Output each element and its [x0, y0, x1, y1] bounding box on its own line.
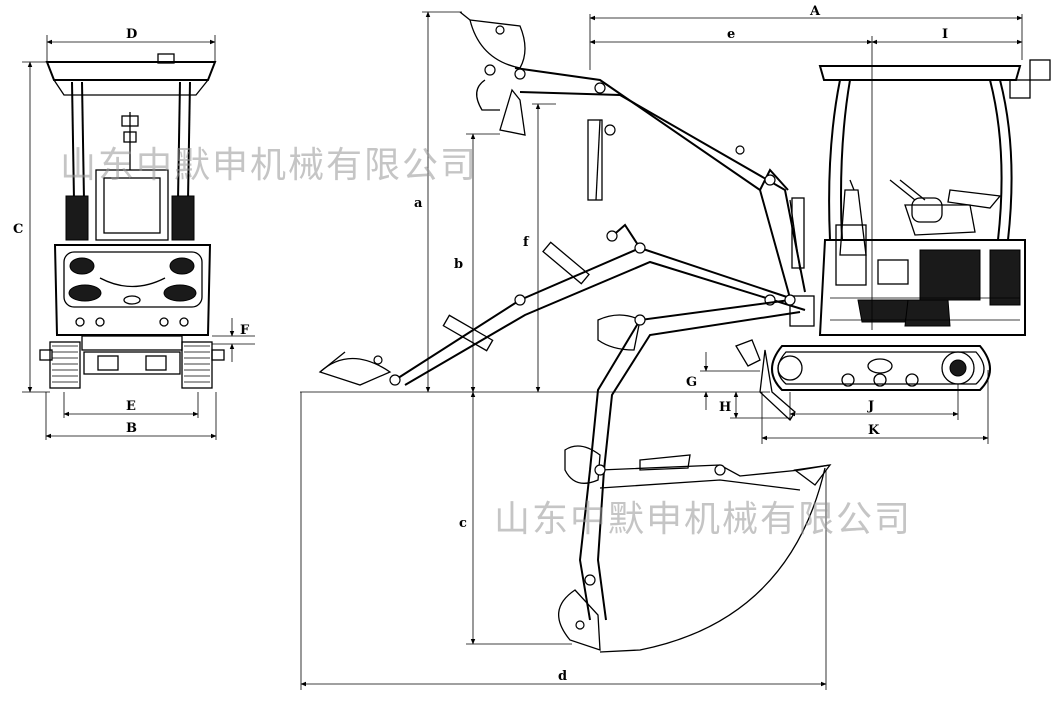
- boom-low-position: [318, 223, 806, 386]
- watermark-top: 山东中默申机械有限公司: [60, 145, 479, 186]
- dim-label-A: A: [809, 4, 821, 19]
- dim-label-K: K: [868, 423, 880, 438]
- boom-high-position: [459, 11, 806, 299]
- dim-label-G: G: [686, 375, 697, 390]
- dim-label-B: B: [126, 421, 137, 436]
- side-view: A e I a b f c d G H: [300, 4, 1051, 690]
- watermark-bottom: 山东中默申机械有限公司: [494, 499, 913, 540]
- dim-label-C: C: [13, 222, 23, 237]
- dim-label-D: D: [126, 27, 137, 42]
- machine-body: [735, 59, 1051, 422]
- dim-label-b: b: [454, 257, 463, 272]
- dim-label-c: c: [459, 516, 467, 531]
- dim-label-e: e: [727, 27, 735, 42]
- dim-label-H: H: [719, 400, 731, 415]
- front-view: D C E B F: [13, 27, 255, 440]
- dim-label-a: a: [414, 196, 423, 211]
- dim-label-f: f: [523, 235, 530, 250]
- dim-label-E: E: [126, 399, 136, 414]
- dim-label-J: J: [867, 399, 874, 414]
- dim-label-F: F: [240, 323, 250, 338]
- boom-dig-position: [557, 294, 832, 653]
- dim-label-d: d: [558, 669, 567, 684]
- dim-label-I: I: [942, 27, 948, 42]
